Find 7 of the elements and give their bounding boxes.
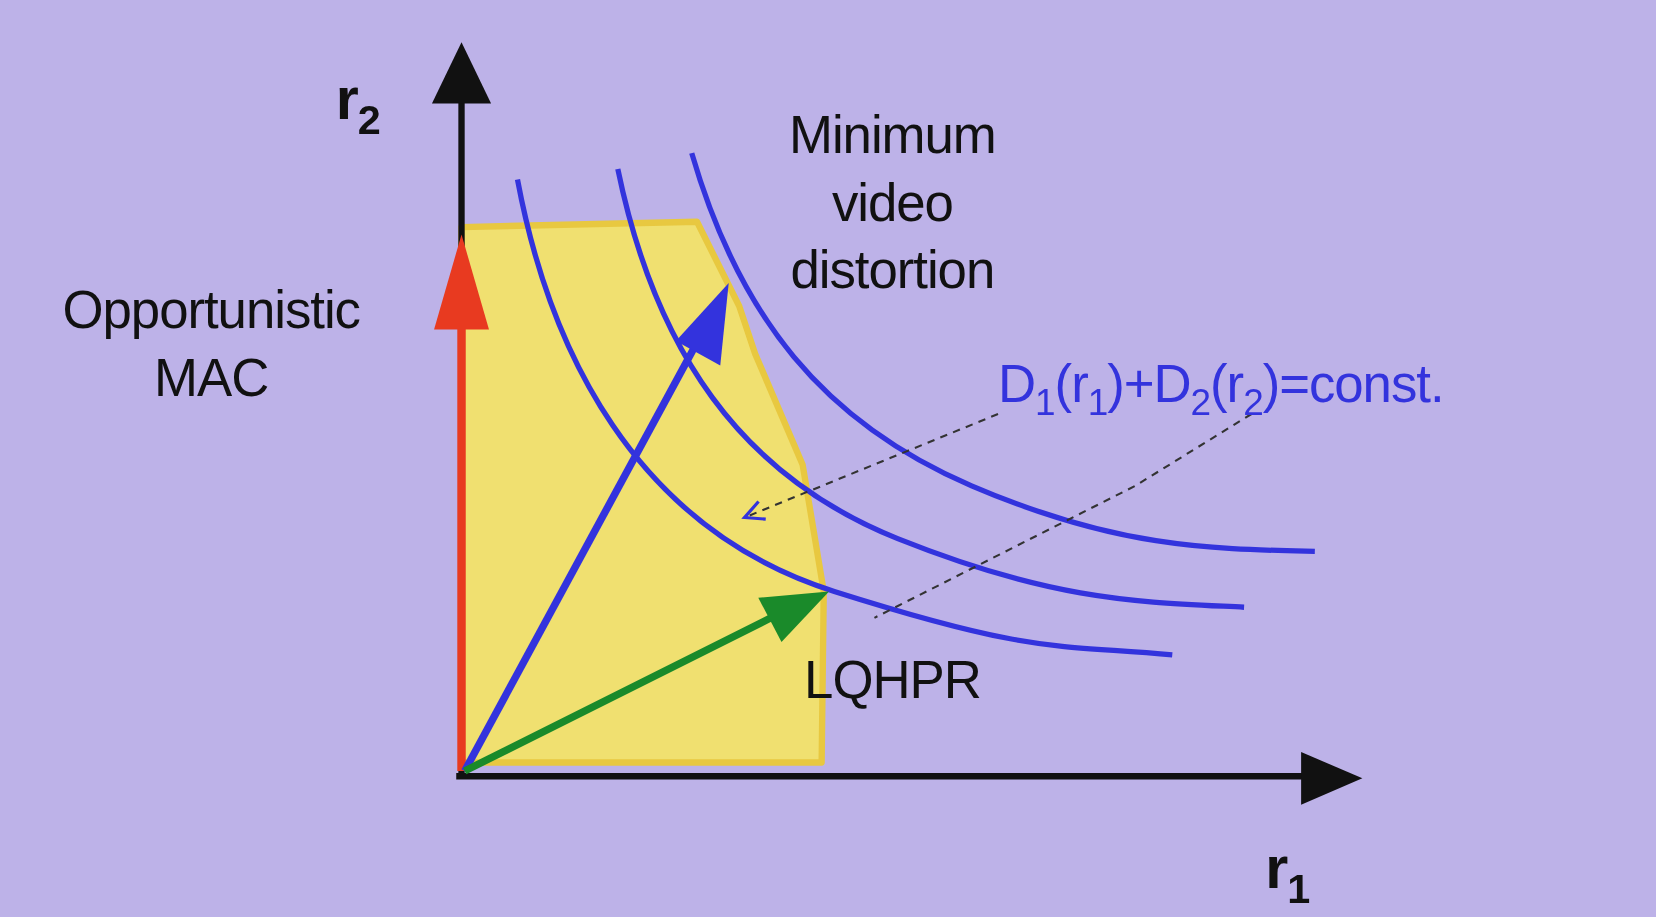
axis-label: r$_{1}$ xyxy=(1265,834,1310,902)
annotation-text: Minimum video distortion xyxy=(739,101,1046,305)
leader-line xyxy=(873,413,1253,619)
annotation-text: D$_{1}$(r$_{1}$)+D$_{2}$(r$_{2}$)=const. xyxy=(998,354,1632,414)
axis-label: r$_{2}$ xyxy=(335,65,380,134)
leader-line xyxy=(742,413,999,521)
annotation-text: Opportunistic MAC xyxy=(0,276,423,412)
